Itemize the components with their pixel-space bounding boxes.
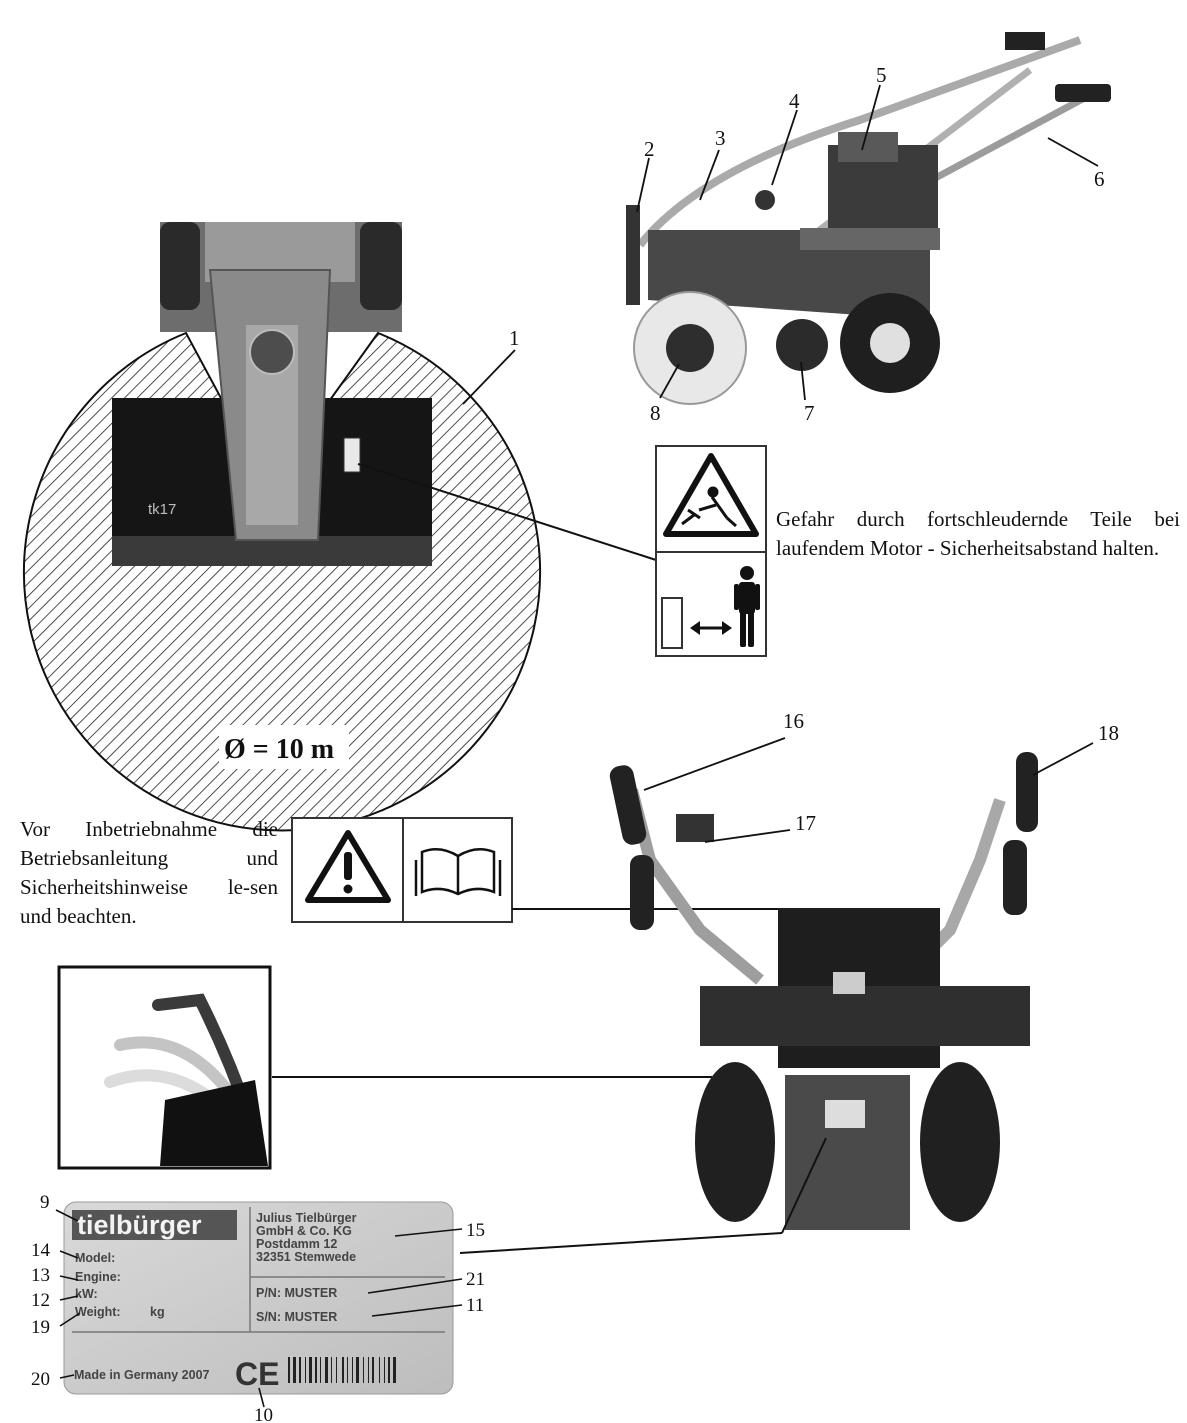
callout-3: 3 [715, 126, 726, 150]
warning-text-thrown-parts: Gefahr durch fortschleudernde Teile bei … [776, 507, 1180, 560]
manual-book-icon [414, 848, 502, 896]
thrown-object-figure-icon [681, 486, 737, 528]
machine-rear-view-photo [609, 752, 1038, 1230]
warning-text-read-manual: Vor Inbetriebnahme die Betriebsanleitung… [20, 817, 278, 928]
callout-17-leader [704, 829, 791, 843]
callout-1: 1 [509, 326, 520, 350]
callout-16: 16 [783, 709, 804, 733]
callout-17: 17 [795, 811, 816, 835]
machine-side-view-photo [626, 32, 1111, 405]
machine-top-view-photo: tk17 [112, 222, 432, 566]
safety-sign-thrown-parts [655, 445, 767, 657]
callout-9: 9 [40, 1192, 50, 1213]
callout-8: 8 [650, 401, 661, 425]
side-view-callout-leaders [636, 84, 1099, 401]
diameter-label-bg [219, 725, 349, 769]
callout-6: 6 [1094, 167, 1105, 191]
callout-1-leader [462, 349, 516, 405]
callout-14: 14 [31, 1240, 51, 1261]
callout-18: 18 [1098, 721, 1119, 745]
plate-company-line-2: GmbH & Co. KG [256, 1224, 352, 1238]
brush-label: tk17 [148, 501, 176, 518]
plate-logo: tielbürger [77, 1210, 202, 1240]
plate-weight-label: Weight: [75, 1305, 121, 1319]
plate-leader-2 [781, 1137, 827, 1234]
callout-7: 7 [804, 401, 815, 425]
diameter-label: Ø = 10 m [224, 734, 334, 765]
safety-sign-read-manual [291, 817, 513, 923]
double-arrow-icon [690, 621, 732, 635]
barcode-icon [288, 1357, 396, 1383]
plate-made-in: Made in Germany 2007 [74, 1368, 210, 1382]
plate-company-line-1: Julius Tielbürger [256, 1211, 357, 1225]
callout-16-leader [643, 737, 786, 791]
sticker-leader-line [357, 463, 657, 561]
person-icon [734, 566, 760, 647]
callout-15: 15 [466, 1220, 485, 1241]
plate-company-line-3: Postdamm 12 [256, 1237, 337, 1251]
callout-4: 4 [789, 89, 800, 113]
machine-outline-icon [661, 597, 683, 649]
plate-engine-label: Engine: [75, 1270, 121, 1284]
callout-18-leader [1032, 742, 1094, 776]
plate-company-line-4: 32351 Stemwede [256, 1250, 356, 1264]
callout-21: 21 [466, 1269, 485, 1290]
callout-12: 12 [31, 1290, 50, 1311]
callout-20: 20 [31, 1369, 50, 1390]
plate-callout-leaders [55, 1209, 463, 1408]
callout-11: 11 [466, 1295, 484, 1316]
callout-13: 13 [31, 1265, 50, 1286]
callout-5: 5 [876, 63, 887, 87]
plate-model-label: Model: [75, 1251, 115, 1265]
handle-adjust-inset [57, 965, 272, 1170]
ce-mark: CE [235, 1356, 279, 1392]
callout-2: 2 [644, 137, 655, 161]
type-plate: tielbürger Julius Tielbürger GmbH & Co. … [63, 1201, 454, 1395]
plate-kw-label: kW: [75, 1287, 98, 1301]
plate-sn: S/N: MUSTER [256, 1310, 337, 1324]
plate-leader [459, 1232, 783, 1254]
plate-weight-unit: kg [150, 1305, 165, 1319]
plate-pn: P/N: MUSTER [256, 1286, 337, 1300]
callout-10: 10 [254, 1405, 273, 1423]
callout-19: 19 [31, 1317, 50, 1338]
danger-zone-diagram: tk17 1 Ø = 10 m [23, 222, 657, 832]
